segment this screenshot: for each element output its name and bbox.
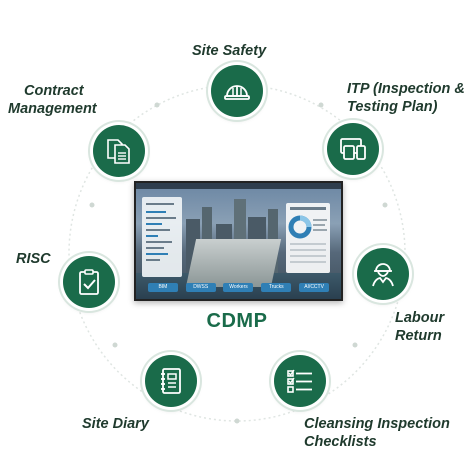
site-diary-label: Site Diary	[82, 416, 149, 432]
clipboard-check-icon	[79, 269, 99, 295]
tab-bim[interactable]: BIM	[147, 283, 178, 292]
tab-dwss[interactable]: DWSS	[185, 283, 216, 292]
stats-panel	[286, 203, 330, 273]
cleansing-label-line1: Cleansing Inspection	[304, 416, 450, 432]
cleansing-label-line2: Checklists	[304, 434, 377, 450]
labour-return-node[interactable]	[357, 248, 409, 300]
devices-icon	[340, 138, 366, 160]
site-safety-label: Site Safety	[192, 43, 267, 59]
contract-node[interactable]	[93, 125, 145, 177]
screen-tabs: BIM DWSS Workers Trucks AI/CCTV	[136, 283, 341, 293]
tab-trucks[interactable]: Trucks	[261, 283, 292, 292]
worker-icon	[372, 263, 394, 287]
itp-label-line1: ITP (Inspection &	[347, 81, 465, 97]
dashboard-screenshot: BIM DWSS Workers Trucks AI/CCTV	[134, 181, 343, 301]
labour-return-label-line2: Return	[395, 328, 442, 344]
center-title: CDMP	[206, 310, 268, 332]
risc-label: RISC	[16, 251, 51, 267]
tab-workers[interactable]: Workers	[223, 283, 254, 292]
notebook-icon	[161, 368, 181, 394]
contract-label-line1: Contract	[24, 83, 84, 99]
chart-panel	[142, 197, 182, 277]
hard-hat-icon	[224, 85, 250, 100]
contract-label-line2: Management	[8, 101, 97, 117]
risc-node[interactable]	[63, 256, 115, 308]
cleansing-node[interactable]	[274, 355, 326, 407]
site-diary-node[interactable]	[145, 355, 197, 407]
site-safety-node[interactable]	[211, 65, 263, 117]
documents-icon	[107, 139, 130, 164]
itp-label-line2: Testing Plan)	[347, 99, 438, 115]
tab-ai-cctv[interactable]: AI/CCTV	[299, 283, 330, 292]
labour-return-label-line1: Labour	[395, 310, 445, 326]
checklist-icon	[287, 369, 312, 393]
itp-node[interactable]	[327, 123, 379, 175]
